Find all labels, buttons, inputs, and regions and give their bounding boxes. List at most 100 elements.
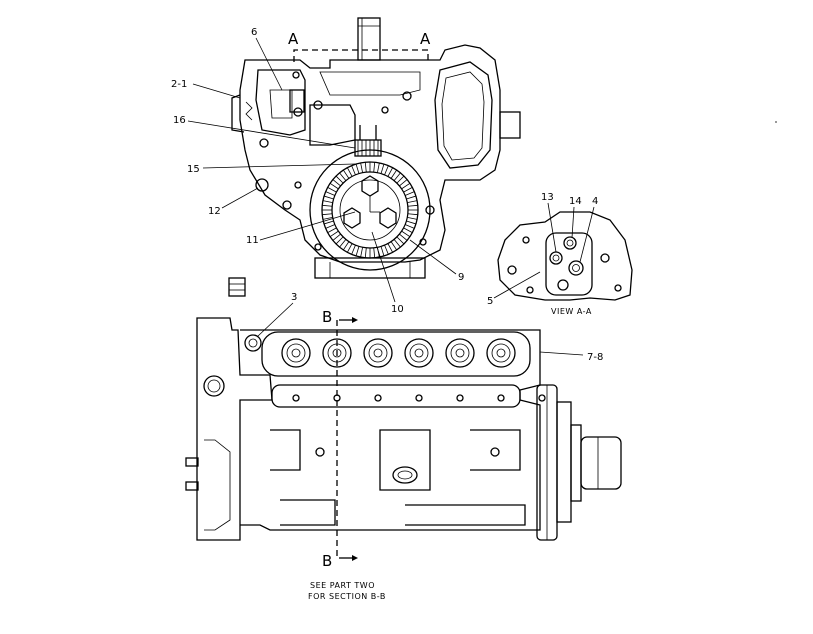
plunger-ring [286,343,306,363]
gear-tooth [355,246,360,257]
gear-tooth [407,204,418,207]
gear-tooth [384,165,389,176]
gear-tooth [407,217,418,220]
gear-tooth [364,162,367,173]
gear-tooth [406,195,417,200]
gear-tooth [380,163,385,174]
callout-2-1: 2-1 [171,79,187,90]
callout-11: 11 [246,235,259,246]
gear-tooth [407,213,418,216]
gear-tooth [377,162,380,173]
gear-tooth [339,172,347,181]
gear-tooth [323,220,334,225]
section-a-left-label: A [288,30,299,48]
gear-tooth [355,163,360,174]
pump-side-view [185,277,622,541]
gear-tooth [360,247,363,258]
plunger-ring [496,348,506,358]
plunger-ring [322,338,352,368]
rail-hole [374,394,382,402]
gear-tooth [322,204,333,207]
plunger-ring [409,343,429,363]
gear-tooth [390,169,397,179]
rail-hole [497,394,505,402]
plunger-ring [363,338,393,368]
gear-tooth [396,236,405,245]
section-a-indicator: A A [288,30,431,62]
gear-tooth [384,244,389,255]
callout-12: 12 [208,206,221,217]
gear-tooth [393,172,401,181]
callout-3: 3 [291,292,297,303]
note-line-1: SEE PART TWO [310,581,375,590]
plunger-ring [373,348,383,358]
section-a-right-label: A [420,30,431,48]
gear-tooth [401,183,411,190]
gear-tooth [396,175,405,184]
gear-tooth [351,244,356,255]
gear-tooth [325,191,336,196]
gear-tooth [364,247,367,258]
plunger-ring [414,348,424,358]
rail-hole [415,394,423,402]
callout-13: 13 [541,192,554,203]
gear-tooth [403,187,413,193]
gear-tooth [406,220,417,225]
callout-7-8: 7-8 [587,352,603,363]
callouts-side: 3 7-8 [257,292,603,363]
gear-tooth [373,162,376,173]
callout-6: 6 [251,27,257,38]
callout-15: 15 [187,164,200,175]
gear-tooth [399,179,408,187]
callout-10: 10 [391,304,404,315]
callout-5: 5 [487,296,493,307]
rail-hole [292,394,300,402]
pump-end-view [231,17,521,279]
gear-tooth [335,236,344,245]
gear-tooth [322,213,333,216]
plunger-ring [291,348,301,358]
plunger-row [281,338,516,368]
rail-holes [292,394,546,402]
view-a-a-inset: 13 14 4 5 VIEW A-A [487,192,633,316]
plunger-ring [450,343,470,363]
gear-tooth [351,165,356,176]
gear-tooth [332,233,341,241]
gear-tooth [404,191,415,196]
section-b-bottom-label: B [322,552,332,570]
gear-tooth [322,217,333,220]
plunger-ring [368,343,388,363]
gear-tooth [347,243,353,253]
callout-9: 9 [458,272,464,283]
gear-tooth [401,230,411,237]
gear-tooth [327,187,337,193]
section-b-indicator: B B [322,308,358,570]
gear-tooth [399,233,408,241]
gear-tooth [329,183,339,190]
gear-tooth [322,200,333,203]
callout-4: 4 [592,196,598,207]
gear-tooth [343,241,350,251]
gear-tooth [404,224,415,229]
rail-hole [538,394,546,402]
plunger-ring [486,338,516,368]
gear-tooth [329,230,339,237]
gear-tooth [325,224,336,229]
gear-tooth [327,227,337,233]
gear-tooth [335,175,344,184]
gear-tooth [347,167,353,177]
gear-tooth [390,241,397,251]
callout-16: 16 [173,115,186,126]
rail-hole [456,394,464,402]
callouts-top: 2-1 6 16 15 12 11 10 9 [171,27,464,315]
view-a-a-label: VIEW A-A [551,307,592,316]
gear-tooth [403,227,413,233]
gear-tooth [387,243,393,253]
section-note: SEE PART TWO FOR SECTION B-B [308,581,386,601]
plunger-ring [491,343,511,363]
gear-tooth [343,169,350,179]
note-line-2: FOR SECTION B-B [308,592,386,601]
gear-tooth [332,179,341,187]
callout-14: 14 [569,196,582,207]
